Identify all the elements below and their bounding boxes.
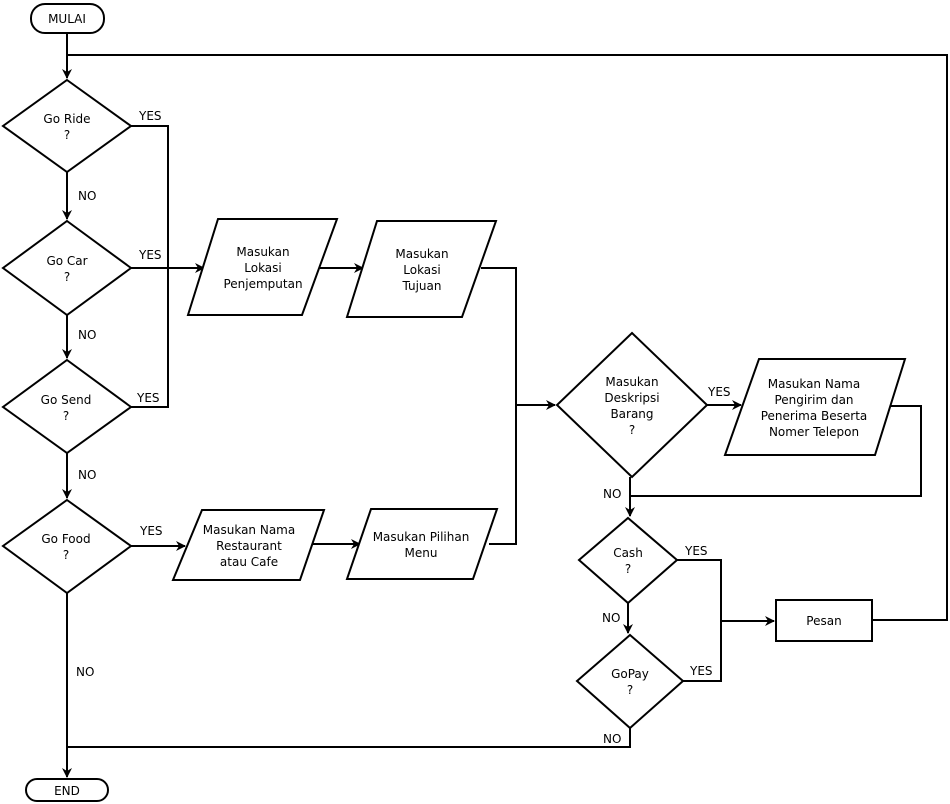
pengirim-line-4: Nomer Telepon [769, 425, 859, 439]
cash-line-1: Cash [613, 546, 643, 560]
go-ride-line-1: Go Ride [43, 112, 90, 126]
label-go-ride-yes: YES [138, 109, 162, 123]
label-go-food-yes: YES [139, 524, 163, 538]
label-go-car-no: NO [78, 328, 96, 342]
decision-deskripsi-barang: Masukan Deskripsi Barang ? [555, 331, 709, 479]
gopay-line-2: ? [627, 683, 633, 697]
input-lokasi-tujuan: Masukan Lokasi Tujuan [345, 220, 498, 318]
start-label: MULAI [48, 12, 86, 26]
label-cash-yes: YES [684, 544, 708, 558]
tujuan-line-2: Lokasi [403, 263, 441, 277]
end-terminal: END [25, 778, 109, 802]
go-car-line-1: Go Car [46, 254, 87, 268]
menu-line-1: Masukan Pilihan [373, 530, 470, 544]
go-car-line-2: ? [64, 270, 70, 284]
edge-cash-yes [677, 559, 722, 682]
label-go-ride-no: NO [78, 189, 96, 203]
restaurant-line-3: atau Cafe [220, 555, 278, 569]
jemput-line-3: Penjemputan [223, 277, 302, 291]
decision-go-food: Go Food ? [1, 498, 133, 595]
tujuan-line-3: Tujuan [401, 279, 441, 293]
decision-go-car: Go Car ? [1, 219, 133, 317]
pengirim-line-3: Penerima Beserta [761, 409, 868, 423]
menu-line-2: Menu [405, 546, 438, 560]
restaurant-line-2: Restaurant [216, 539, 282, 553]
edge-tujuan-to-bus [481, 267, 517, 545]
label-gopay-no: NO [603, 732, 621, 746]
deskripsi-line-1: Masukan [605, 375, 658, 389]
jemput-line-2: Lokasi [244, 261, 282, 275]
restaurant-line-1: Masukan Nama [203, 523, 295, 537]
decision-gopay: GoPay ? [575, 633, 685, 730]
label-gopay-yes: YES [689, 664, 713, 678]
decision-cash: Cash ? [577, 516, 679, 605]
process-pesan: Pesan [775, 599, 873, 642]
edge-pengirim-to-cash [630, 405, 922, 497]
pengirim-line-2: Pengirim dan [774, 393, 853, 407]
tujuan-line-1: Masukan [395, 247, 448, 261]
decision-go-ride: Go Ride ? [1, 78, 133, 174]
deskripsi-line-2: Deskripsi [604, 391, 659, 405]
label-deskripsi-no: NO [603, 487, 621, 501]
input-lokasi-penjemputan: Masukan Lokasi Penjemputan [186, 218, 339, 316]
start-terminal: MULAI [30, 3, 105, 34]
edge-pesan-loop-back [67, 54, 948, 621]
input-pilihan-menu: Masukan Pilihan Menu [345, 508, 499, 580]
input-nama-restaurant: Masukan Nama Restaurant atau Cafe [171, 509, 326, 581]
deskripsi-line-4: ? [629, 423, 635, 437]
label-cash-no: NO [602, 611, 620, 625]
label-go-send-yes: YES [136, 391, 160, 405]
cash-line-2: ? [625, 562, 631, 576]
go-send-line-1: Go Send [41, 393, 92, 407]
gopay-line-1: GoPay [611, 667, 649, 681]
edge-gopay-no [67, 728, 631, 748]
go-food-line-1: Go Food [41, 532, 90, 546]
deskripsi-line-3: Barang [610, 407, 653, 421]
edge-labels: YES NO YES NO YES NO YES NO YES NO YES N… [76, 109, 731, 746]
edges [62, 33, 948, 778]
label-deskripsi-yes: YES [707, 385, 731, 399]
jemput-line-1: Masukan [236, 245, 289, 259]
edge-go-ride-yes [131, 125, 169, 408]
decision-go-send: Go Send ? [1, 358, 133, 455]
go-ride-line-2: ? [64, 128, 70, 142]
label-go-send-no: NO [78, 468, 96, 482]
input-pengirim-penerima: Masukan Nama Pengirim dan Penerima Beser… [723, 358, 907, 456]
pesan-label: Pesan [806, 614, 841, 628]
go-food-line-2: ? [63, 548, 69, 562]
label-go-food-no: NO [76, 665, 94, 679]
label-go-car-yes: YES [138, 248, 162, 262]
end-label: END [54, 784, 80, 798]
go-send-line-2: ? [63, 409, 69, 423]
pengirim-line-1: Masukan Nama [768, 377, 860, 391]
